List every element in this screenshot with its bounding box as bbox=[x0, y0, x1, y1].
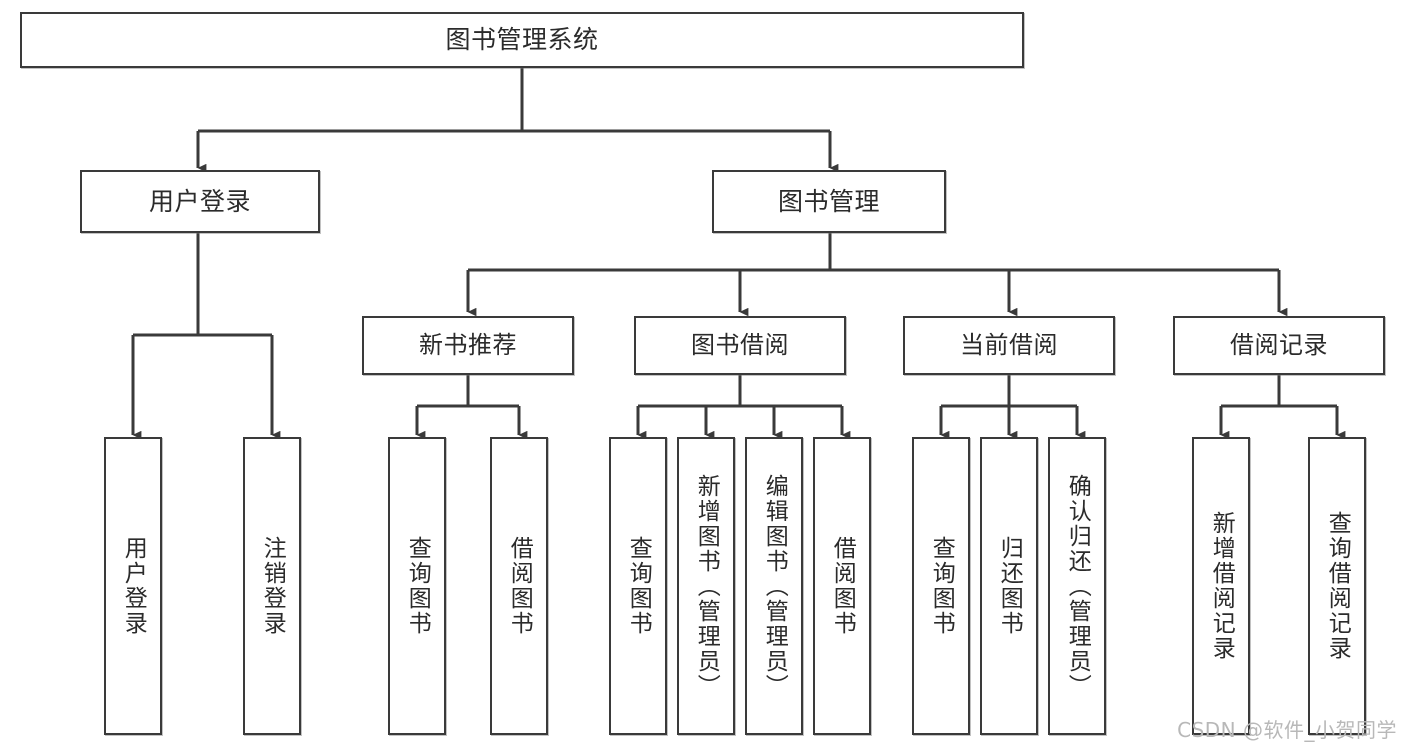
leaf-book-borrow-query-label: 查询图书 bbox=[625, 536, 652, 636]
leaf-user-login-signin: 用户登录 bbox=[104, 437, 162, 735]
node-book-management: 图书管理 bbox=[712, 170, 946, 233]
node-new-book-recommend-label: 新书推荐 bbox=[419, 331, 517, 360]
node-borrow-records: 借阅记录 bbox=[1173, 316, 1385, 375]
leaf-new-book-query-label: 查询图书 bbox=[404, 536, 431, 636]
leaf-book-borrow-add-label: 新增图书（管理员） bbox=[693, 473, 720, 699]
leaf-user-login-signin-label: 用户登录 bbox=[120, 536, 147, 636]
node-borrow-records-label: 借阅记录 bbox=[1230, 331, 1328, 360]
leaf-book-borrow-query: 查询图书 bbox=[609, 437, 667, 735]
node-current-borrow-label: 当前借阅 bbox=[960, 331, 1058, 360]
leaf-book-borrow-edit-label: 编辑图书（管理员） bbox=[761, 473, 788, 699]
leaf-user-login-signout: 注销登录 bbox=[243, 437, 301, 735]
leaf-new-book-borrow-label: 借阅图书 bbox=[506, 536, 533, 636]
leaf-current-borrow-query-label: 查询图书 bbox=[928, 536, 955, 636]
leaf-book-borrow-borrow-label: 借阅图书 bbox=[829, 536, 856, 636]
leaf-current-borrow-return: 归还图书 bbox=[980, 437, 1038, 735]
node-user-login-label: 用户登录 bbox=[148, 186, 251, 216]
node-root-system-label: 图书管理系统 bbox=[445, 25, 599, 55]
leaf-borrow-records-query: 查询借阅记录 bbox=[1308, 437, 1366, 735]
leaf-current-borrow-confirm-return: 确认归还（管理员） bbox=[1048, 437, 1106, 735]
leaf-book-borrow-add: 新增图书（管理员） bbox=[677, 437, 735, 735]
leaf-current-borrow-confirm-return-label: 确认归还（管理员） bbox=[1064, 473, 1091, 699]
node-current-borrow: 当前借阅 bbox=[903, 316, 1115, 375]
leaf-current-borrow-return-label: 归还图书 bbox=[996, 536, 1023, 636]
node-book-borrow-label: 图书借阅 bbox=[691, 331, 789, 360]
leaf-user-login-signout-label: 注销登录 bbox=[259, 536, 286, 636]
leaf-new-book-query: 查询图书 bbox=[388, 437, 446, 735]
node-user-login: 用户登录 bbox=[80, 170, 320, 233]
node-book-borrow: 图书借阅 bbox=[634, 316, 846, 375]
leaf-borrow-records-query-label: 查询借阅记录 bbox=[1324, 511, 1351, 661]
leaf-book-borrow-edit: 编辑图书（管理员） bbox=[745, 437, 803, 735]
node-book-management-label: 图书管理 bbox=[777, 186, 880, 216]
leaf-book-borrow-borrow: 借阅图书 bbox=[813, 437, 871, 735]
leaf-borrow-records-add-label: 新增借阅记录 bbox=[1208, 511, 1235, 661]
watermark-text: CSDN @软件_小贺同学 bbox=[1177, 718, 1397, 742]
node-root-system: 图书管理系统 bbox=[20, 12, 1024, 68]
node-new-book-recommend: 新书推荐 bbox=[362, 316, 574, 375]
leaf-new-book-borrow: 借阅图书 bbox=[490, 437, 548, 735]
leaf-current-borrow-query: 查询图书 bbox=[912, 437, 970, 735]
leaf-borrow-records-add: 新增借阅记录 bbox=[1192, 437, 1250, 735]
